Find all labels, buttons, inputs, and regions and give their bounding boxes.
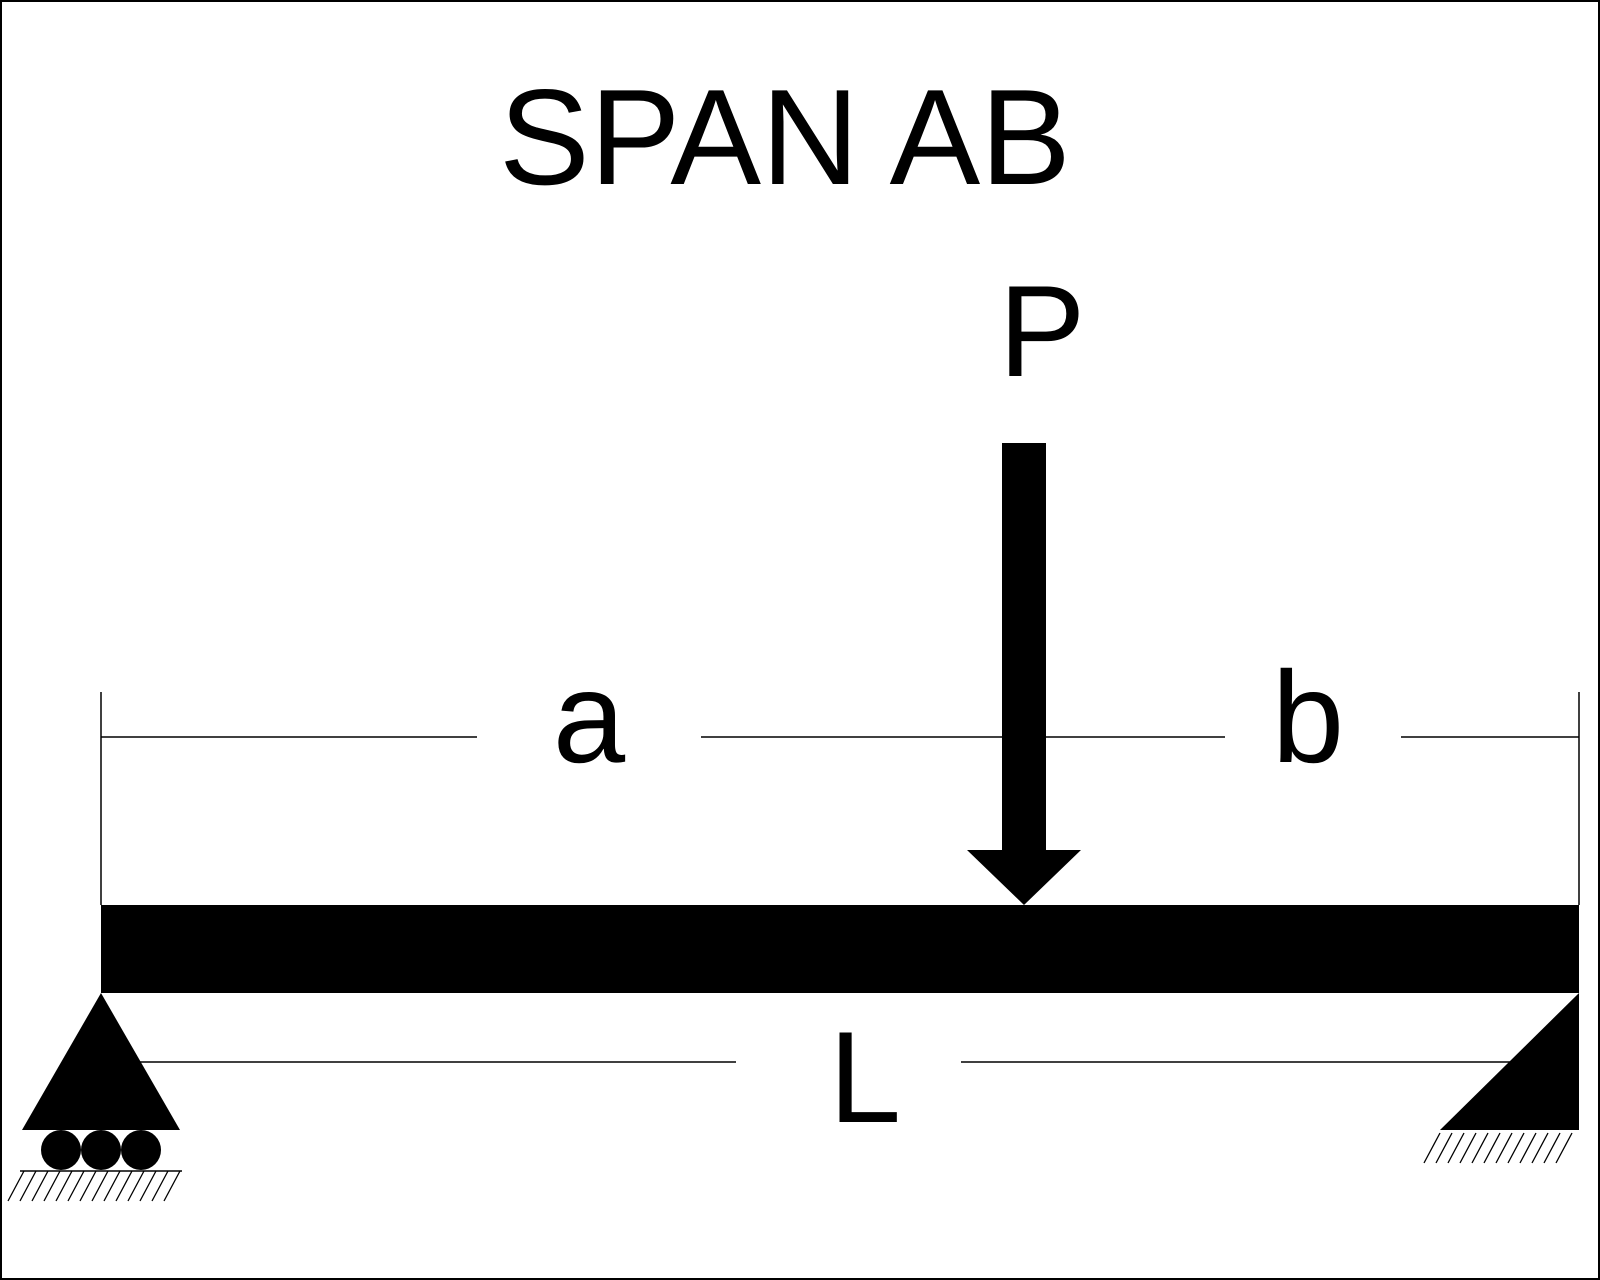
dimension-a-label: a [553,644,626,790]
pinned-support-right [1423,993,1579,1164]
load-label: P [999,258,1086,404]
dimension-b-label: b [1272,644,1344,790]
beam [101,905,1579,993]
point-load-arrow [967,443,1081,905]
diagram-title: SPAN AB [499,61,1071,213]
span-label: L [829,1004,901,1150]
roller-support-left [7,993,182,1202]
